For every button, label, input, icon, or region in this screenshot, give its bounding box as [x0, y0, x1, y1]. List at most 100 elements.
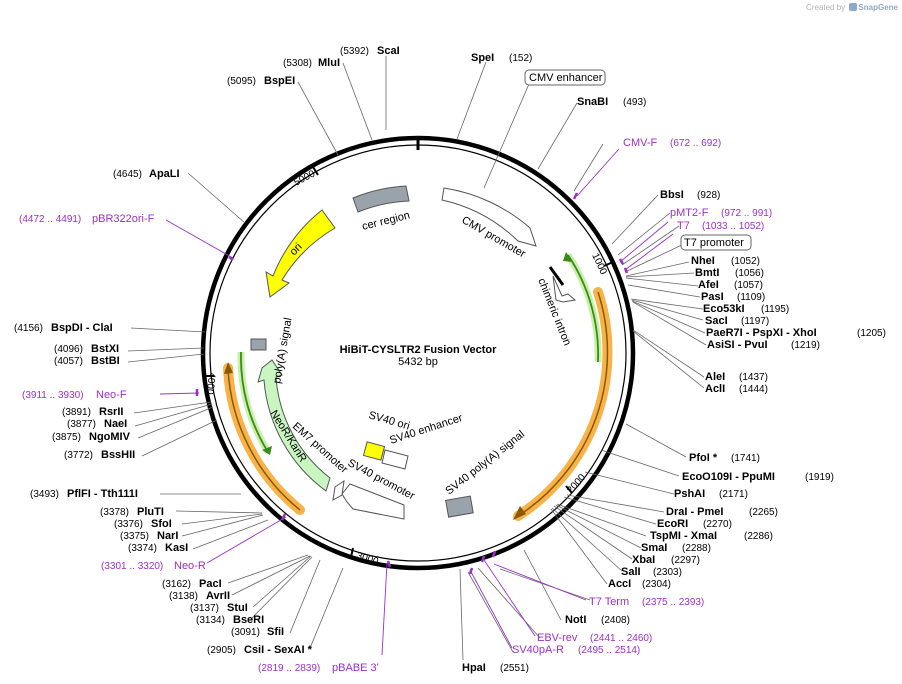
- enzyme-name-noti: NotI: [565, 614, 586, 626]
- enzyme-name-avrii: AvrII: [206, 590, 230, 602]
- enzyme-pos-mlui: (5308): [283, 58, 312, 69]
- enzyme-pos-ecori: (2270): [703, 519, 732, 530]
- enzyme-name-rsrii: RsrII: [99, 406, 123, 418]
- enzyme-pos-tspmi-xmai: (2286): [744, 531, 773, 542]
- enzyme-name-asisi-pvui: AsiSI - PvuI: [707, 339, 768, 351]
- label-t7-promoter: T7 promoter: [684, 237, 744, 249]
- enzyme-pos-sfii: (3091): [231, 627, 260, 638]
- primer-range-pbabe-3: (2819 .. 2839): [258, 663, 320, 674]
- enzyme-name-pflfi-tth111i: PflFI - Tth111I: [67, 488, 138, 500]
- intron-marker: [548, 266, 565, 286]
- enzyme-pos-sali: (2303): [653, 567, 682, 578]
- enzyme-pos-paer7i-pspxi-xhoi: (1205): [857, 328, 886, 339]
- enzyme-name-afei: AfeI: [698, 279, 719, 291]
- primer-range-sv40pa-r: (2495 .. 2514): [578, 645, 640, 656]
- primer-labels: CMV-F (672 .. 692) pMT2-F (972 .. 991) T…: [19, 137, 772, 674]
- enzyme-pos-scai: (5392): [340, 46, 369, 57]
- enzyme-pos-alei: (1437): [739, 372, 768, 383]
- primer-name-t7: T7: [677, 220, 690, 232]
- enzyme-name-bseri: BseRI: [233, 614, 264, 626]
- enzyme-name-bsshii: BssHII: [101, 449, 135, 461]
- enzyme-name-saci: SacI: [705, 315, 728, 327]
- primer-name-pbabe-3: pBABE 3': [332, 662, 379, 674]
- orf-arc-green-right: [565, 253, 602, 363]
- feature-ori: [265, 209, 336, 298]
- enzyme-name-bspei: BspEI: [264, 75, 295, 87]
- primer-range-pmt2-f: (972 .. 991): [721, 208, 772, 219]
- enzyme-name-drai-pmei: DraI - PmeI: [666, 506, 723, 518]
- enzyme-name-stui: StuI: [227, 602, 248, 614]
- enzyme-name-apali: ApaLI: [149, 168, 180, 180]
- enzyme-name-bmti: BmtI: [695, 267, 719, 279]
- enzyme-pos-naei: (3877): [67, 419, 96, 430]
- primer-range-cmv-f: (672 .. 692): [670, 138, 721, 149]
- primer-range-neo-f: (3911 .. 3930): [22, 390, 84, 401]
- enzyme-pos-acci: (2304): [642, 579, 671, 590]
- enzyme-name-sfii: SfiI: [267, 626, 284, 638]
- enzyme-pos-smai: (2288): [682, 543, 711, 554]
- backbone-ring: [200, 135, 636, 571]
- feature-label-sv40-polya: SV40 poly(A) signal: [443, 428, 527, 497]
- enzyme-pos-bstbi: (4057): [54, 356, 83, 367]
- enzyme-name-pluti: PluTI: [137, 506, 164, 518]
- feature-sv40-polya: [445, 495, 474, 518]
- tick-label-3000: 3000: [355, 550, 380, 567]
- feature-label-poly-a-signal: poly(A) signal: [271, 317, 294, 385]
- primer-name-pmt2-f: pMT2-F: [670, 207, 709, 219]
- feature-sv40-enhancer: [381, 449, 409, 470]
- features: [250, 185, 577, 520]
- enzyme-name-alei: AleI: [705, 371, 725, 383]
- primer-name-ebv-rev: EBV-rev: [537, 632, 578, 644]
- enzyme-name-spei: SpeI: [471, 52, 494, 64]
- enzyme-pos-stui: (3137): [190, 603, 219, 614]
- enzyme-pos-bspei: (5095): [227, 76, 256, 87]
- primer-name-cmv-f: CMV-F: [623, 137, 658, 149]
- enzyme-pos-hpai: (2551): [500, 663, 529, 674]
- enzyme-pos-apali: (4645): [113, 169, 142, 180]
- enzyme-pos-acli: (1444): [739, 384, 768, 395]
- primer-name-neo-r: Neo-R: [174, 560, 206, 572]
- primer-name-t7-term: T7 Term: [589, 596, 629, 608]
- enzyme-name-scai: ScaI: [377, 45, 400, 57]
- enzyme-name-bbsi: BbsI: [660, 189, 684, 201]
- enzyme-pos-drai-pmei: (2265): [749, 507, 778, 518]
- snapgene-logo-icon: [849, 3, 858, 11]
- enzyme-pos-bseri: (3134): [196, 615, 225, 626]
- primer-site-marks: [195, 192, 629, 575]
- enzyme-name-eco53ki: Eco53kI: [703, 303, 745, 315]
- enzyme-name-sfoi: SfoI: [151, 518, 172, 530]
- enzyme-pos-csii-sexai: (2905): [207, 645, 236, 656]
- feature-cer-region: [352, 185, 410, 213]
- primer-name-sv40pa-r: SV40pA-R: [512, 644, 564, 656]
- enzyme-pos-pshai: (2171): [719, 489, 748, 500]
- enzyme-name-bstbi: BstBI: [91, 355, 120, 367]
- primer-range-neo-r: (3301 .. 3320): [101, 561, 163, 572]
- boxed-labels: CMV enhancer T7 promoter: [524, 69, 752, 251]
- enzyme-name-kasi: KasI: [165, 542, 188, 554]
- enzyme-pos-ecoo109i-ppumi: (1919): [805, 472, 834, 483]
- tick-label-4000: 4000: [204, 372, 217, 396]
- enzyme-name-bstxi: BstXI: [91, 343, 119, 355]
- enzyme-name-acci: AccI: [608, 578, 631, 590]
- primer-range-ebv-rev: (2441 .. 2460): [590, 633, 652, 644]
- enzyme-pos-bspdi-clai: (4156): [14, 323, 43, 334]
- enzyme-pos-sfoi: (3376): [114, 519, 143, 530]
- feature-sv40-promoter: [341, 483, 405, 520]
- enzyme-name-pasi: PasI: [701, 291, 724, 303]
- enzyme-pos-ngomiv: (3875): [52, 432, 81, 443]
- orf-arc-left-arrowhead: [224, 362, 233, 374]
- enzyme-name-ecoo109i-ppumi: EcoO109I - PpuMI: [682, 471, 775, 483]
- enzyme-pos-bbsi: (928): [697, 190, 720, 201]
- enzyme-pos-asisi-pvui: (1219): [791, 340, 820, 351]
- feature-poly-a-signal: [250, 338, 267, 351]
- enzyme-name-nari: NarI: [157, 530, 178, 542]
- enzyme-pos-noti: (2408): [601, 615, 630, 626]
- feature-neor-kanr: [257, 359, 331, 492]
- enzyme-pos-bstxi: (4096): [54, 344, 83, 355]
- enzyme-pos-avrii: (3138): [169, 591, 198, 602]
- enzyme-pos-rsrii: (3891): [62, 407, 91, 418]
- feature-chimeric-intron: [552, 275, 577, 303]
- enzyme-name-tspmi-xmai: TspMI - XmaI: [650, 530, 717, 542]
- enzyme-pos-pfoi: (1741): [731, 453, 760, 464]
- enzyme-name-snabi: SnaBI: [577, 96, 608, 108]
